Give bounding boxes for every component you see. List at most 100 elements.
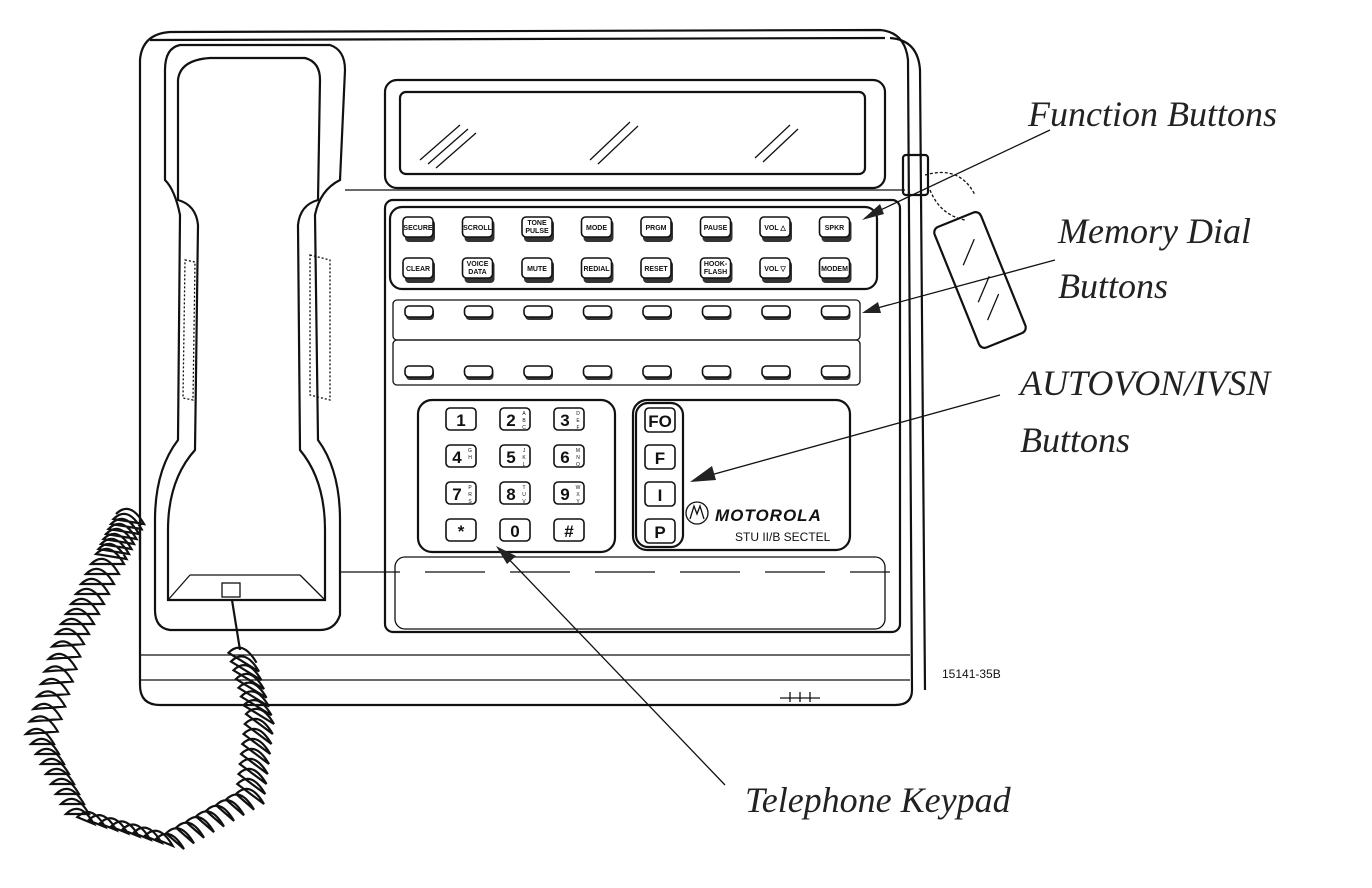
callout-memory-dial-2: Buttons [1058, 266, 1168, 306]
key-digit: 5 [506, 448, 515, 467]
callout-telephone-keypad: Telephone Keypad [745, 780, 1012, 820]
memory-dial-button[interactable] [463, 365, 494, 380]
memory-dial-button[interactable] [761, 365, 791, 380]
autovon-button-f[interactable]: F [644, 444, 676, 470]
figure-number: 15141-35B [942, 667, 1001, 681]
memory-dial-button[interactable] [701, 305, 732, 320]
memory-dial-button[interactable] [642, 365, 672, 380]
keypad-key-0[interactable]: 0 [499, 518, 531, 542]
coiled-cord [23, 507, 275, 850]
function-button-vol[interactable]: VOL ▽ [759, 257, 792, 283]
autovon-panel [631, 398, 852, 552]
key-digit: 7 [452, 485, 461, 504]
memory-dial-button[interactable] [523, 365, 553, 380]
key-letters: JKL [521, 448, 527, 469]
key-letters: TUV [521, 485, 527, 506]
button-label: SECURE [403, 225, 433, 232]
phone-body [138, 28, 927, 707]
memory-dial-button[interactable] [523, 305, 553, 320]
key-digit: 2 [506, 411, 515, 430]
function-button-mute[interactable]: MUTE [521, 257, 554, 283]
button-label: MODEM [821, 266, 848, 273]
button-label: TONE [527, 220, 547, 227]
button-label: RESET [644, 266, 668, 273]
keypad-key-2[interactable]: 2 ABC [499, 407, 531, 432]
button-label: SCROLL [463, 225, 493, 232]
callout-arrows [496, 129, 1056, 786]
memory-dial-button[interactable] [463, 305, 494, 320]
function-button-secure[interactable]: SECURE [402, 216, 435, 242]
memory-dial-button[interactable] [582, 305, 613, 320]
key-digit: 9 [560, 485, 569, 504]
display-window [383, 78, 887, 190]
memory-dial-button[interactable] [761, 305, 791, 320]
function-button-mode[interactable]: MODE [580, 216, 614, 242]
callout-autovon-2: Buttons [1020, 420, 1130, 460]
button-label: PAUSE [704, 225, 728, 232]
key-letters: GH [467, 448, 473, 462]
autovon-button-fo[interactable]: FO [644, 407, 676, 433]
button-label: REDIAL [583, 266, 610, 273]
key-letters: DEF [575, 411, 581, 432]
memory-dial-button[interactable] [642, 305, 672, 320]
button-label: MODE [586, 225, 607, 232]
key-digit: 4 [452, 448, 462, 467]
button-label: VOICE [467, 261, 489, 268]
motorola-logo [685, 501, 709, 525]
function-button-hook-flash[interactable]: HOOK-FLASH [699, 257, 733, 283]
function-button-reset[interactable]: RESET [640, 257, 673, 283]
button-label: DATA [468, 269, 486, 276]
button-label: MUTE [527, 266, 547, 273]
autovon-button-i[interactable]: I [644, 481, 676, 507]
key-digit: 3 [560, 411, 569, 430]
button-label: HOOK- [704, 261, 728, 268]
keypad-key-1[interactable]: 1 [445, 407, 477, 431]
function-button-clear[interactable]: CLEAR [402, 257, 435, 283]
memory-dial-strip [392, 299, 861, 341]
key-digit: 8 [506, 485, 515, 504]
keypad-key-8[interactable]: 8 TUV [499, 481, 531, 506]
keypad-key-hash[interactable]: # [553, 518, 585, 542]
function-button-modem[interactable]: MODEM [818, 257, 852, 283]
autovon-button-label: I [658, 486, 663, 505]
keypad-key-star[interactable]: * [445, 518, 477, 542]
keypad-key-3[interactable]: 3 DEF [553, 407, 585, 432]
button-label: VOL ▽ [764, 266, 786, 273]
memory-dial-button[interactable] [820, 305, 851, 320]
function-button-prgm[interactable]: PRGM [640, 216, 673, 242]
function-button-spkr[interactable]: SPKR [818, 216, 852, 242]
button-label: CLEAR [406, 266, 430, 273]
memory-dial-button[interactable] [404, 305, 434, 320]
function-button-vol[interactable]: VOL △ [759, 216, 792, 242]
autovon-button-label: P [654, 523, 665, 542]
function-button-scroll[interactable]: SCROLL [461, 216, 495, 242]
key-letters: MNO [575, 448, 581, 469]
autovon-button-label: FO [648, 412, 672, 431]
memory-dial-strip [392, 339, 861, 386]
key-letters: ABC [521, 411, 527, 432]
function-button-redial[interactable]: REDIAL [580, 257, 614, 283]
memory-dial-button[interactable] [404, 365, 434, 380]
function-button-panel [388, 205, 879, 291]
bottom-tray [394, 556, 886, 630]
memory-dial-button[interactable] [701, 365, 732, 380]
function-button-pause[interactable]: PAUSE [699, 216, 733, 242]
memory-dial-button[interactable] [582, 365, 613, 380]
button-label: PULSE [525, 228, 549, 235]
keypad-key-4[interactable]: 4 GH [445, 444, 477, 468]
control-panel [383, 198, 902, 634]
handset [153, 43, 347, 632]
memory-dial-button[interactable] [820, 365, 851, 380]
key-digit: * [458, 522, 465, 541]
key-digit: 1 [456, 411, 465, 430]
autovon-button-p[interactable]: P [644, 518, 676, 544]
keypad-key-5[interactable]: 5 JKL [499, 444, 531, 469]
keypad-panel [416, 398, 617, 554]
callout-function-buttons: Function Buttons [1027, 94, 1277, 134]
